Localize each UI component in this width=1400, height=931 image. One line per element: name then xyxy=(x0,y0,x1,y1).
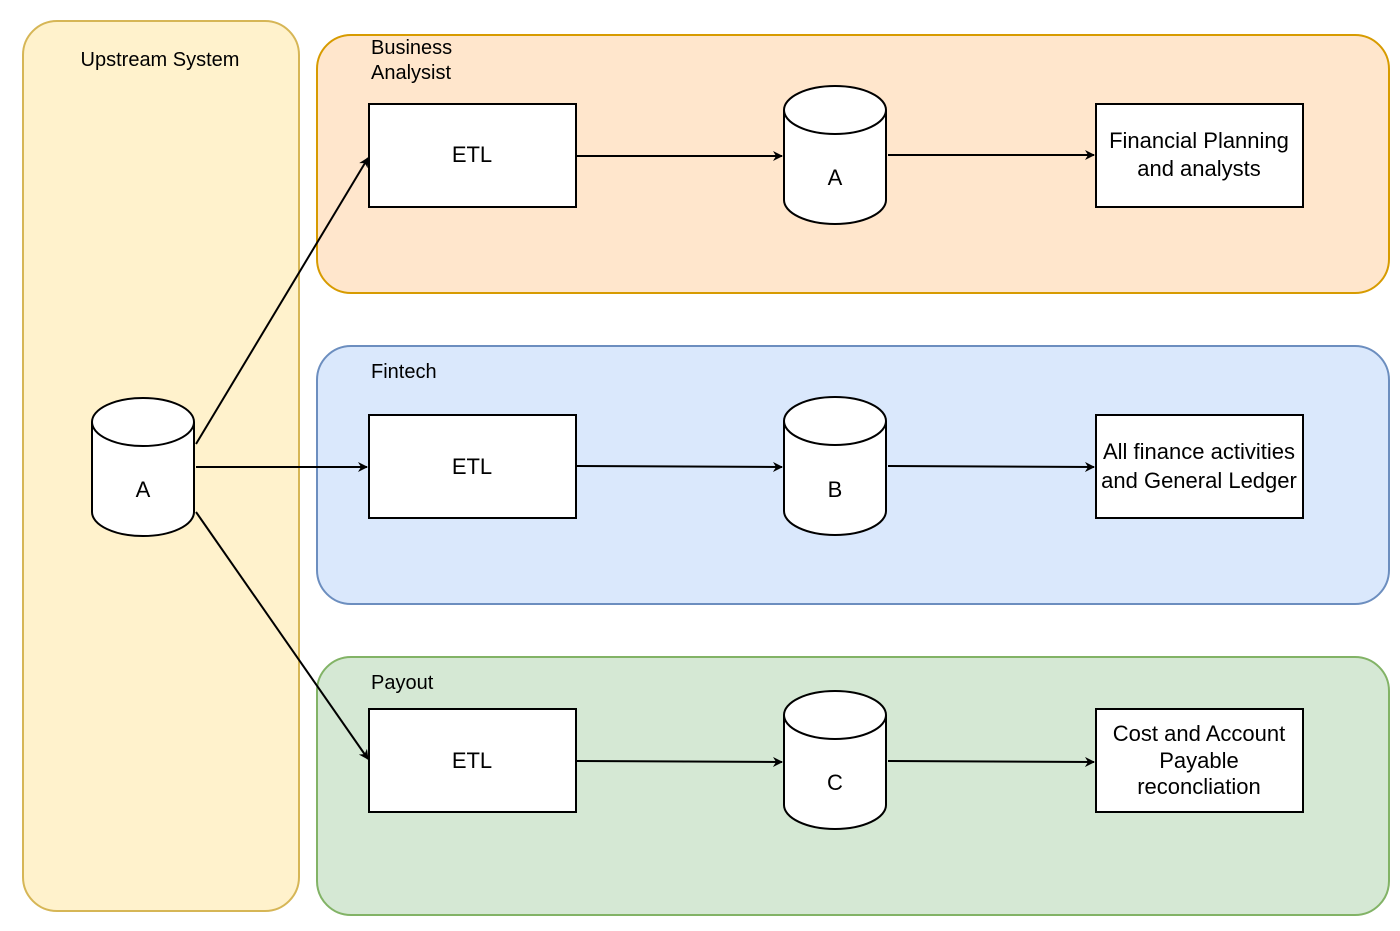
payout-lane-title: Payout xyxy=(371,672,434,694)
payout-target-label-line1: Cost and Account xyxy=(1113,721,1285,746)
fintech-database-icon xyxy=(783,396,887,536)
edges xyxy=(195,150,1095,767)
fintech-database-b: B xyxy=(783,396,887,536)
edge-upstream-to-payout-etl xyxy=(195,511,369,760)
fintech-etl-node: ETL xyxy=(368,414,577,519)
business-database-rim xyxy=(783,109,887,135)
business-database-icon xyxy=(783,85,887,225)
payout-etl-label: ETL xyxy=(452,748,492,773)
business-etl-node: ETL xyxy=(368,103,577,208)
fintech-target-node: All finance activities and General Ledge… xyxy=(1095,414,1304,519)
business-target-node: Financial Planning and analysts xyxy=(1095,103,1304,208)
payout-target-label-line2: Payable xyxy=(1159,748,1239,773)
fintech-database-label: B xyxy=(828,477,843,502)
upstream-database-a: A xyxy=(91,397,195,537)
upstream-database-label: A xyxy=(136,477,151,502)
payout-target-box xyxy=(1095,708,1304,813)
edge-payout-db-to-target xyxy=(887,756,1095,767)
payout-target-label-line3: reconcliation xyxy=(1137,774,1261,799)
business-target-box xyxy=(1095,103,1304,208)
business-lane-title-line2: Analysist xyxy=(371,62,451,84)
payout-etl-box xyxy=(368,708,577,813)
upstream-database-icon xyxy=(91,397,195,537)
fintech-lane-title: Fintech xyxy=(371,361,437,383)
payout-database-c: C xyxy=(783,690,887,830)
upstream-database-rim xyxy=(91,421,195,447)
fintech-target-box xyxy=(1095,414,1304,519)
edge-payout-etl-to-db xyxy=(576,756,783,767)
payout-database-label: C xyxy=(827,770,843,795)
business-database-label: A xyxy=(828,165,843,190)
payout-target-node: Cost and Account Payable reconcliation xyxy=(1095,708,1304,813)
business-database-a: A xyxy=(783,85,887,225)
payout-database-icon xyxy=(783,690,887,830)
edge-upstream-to-business-etl xyxy=(195,157,369,445)
fintech-target-label-line1: All finance activities xyxy=(1103,439,1295,464)
business-lane-title-line1: Business xyxy=(371,37,452,59)
payout-database-rim xyxy=(783,714,887,740)
fintech-target-label-line2: and General Ledger xyxy=(1101,468,1297,493)
business-etl-label: ETL xyxy=(452,142,492,167)
business-etl-box xyxy=(368,103,577,208)
fintech-etl-label: ETL xyxy=(452,454,492,479)
fintech-database-rim xyxy=(783,420,887,446)
business-target-label-line2: and analysts xyxy=(1137,156,1261,181)
business-target-label-line1: Financial Planning xyxy=(1109,128,1289,153)
edge-fintech-db-to-target xyxy=(887,461,1095,472)
payout-etl-node: ETL xyxy=(368,708,577,813)
edge-fintech-etl-to-db xyxy=(576,461,783,472)
upstream-lane-title: Upstream System xyxy=(81,49,240,71)
fintech-etl-box xyxy=(368,414,577,519)
